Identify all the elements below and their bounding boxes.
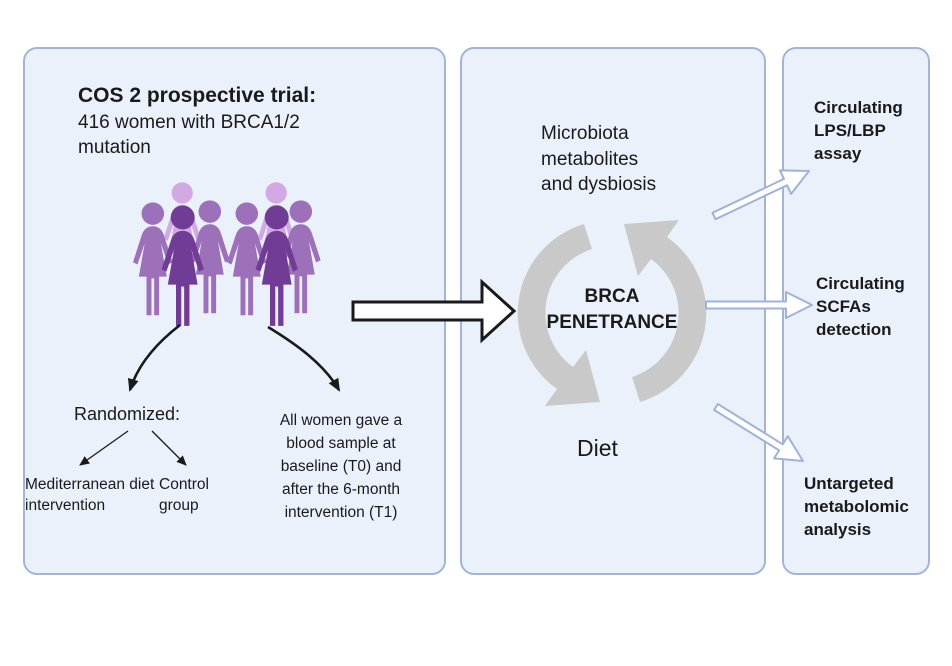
randomized-label: Randomized:	[74, 404, 181, 424]
arm-mediterranean-label: Mediterranean diet intervention	[25, 476, 155, 514]
cycle-arrows-icon	[517, 220, 707, 406]
assay-arrow-lps-icon	[711, 169, 810, 221]
assay-arrow-scfa-icon	[705, 291, 813, 319]
assays-panel	[782, 47, 930, 575]
branch-arrow-randomized-icon	[127, 323, 181, 392]
assay-scfa-label: Circulating SCFAs detection	[816, 274, 905, 339]
trial-subtitle: 416 women with BRCA1/2 mutation	[78, 112, 300, 158]
microbiota-label: Microbiota metabolites and dysbiosis	[541, 123, 657, 195]
blood-sample-note: All women gave a blood sample at baselin…	[279, 412, 403, 521]
brca-penetrance-label: BRCA PENETRANCE	[546, 286, 678, 333]
flow-arrow-icon	[351, 278, 517, 344]
assay-lps-label: Circulating LPS/LBP assay	[814, 98, 903, 163]
diet-label: Diet	[577, 435, 618, 461]
women-group-icon	[133, 182, 321, 326]
branch-arrow-blood-icon	[267, 325, 341, 392]
assay-arrow-metabolomic-icon	[713, 403, 804, 462]
assay-metabolomic-label: Untargeted metabolomic analysis	[804, 474, 909, 539]
arm-control-label: Control group	[159, 476, 209, 514]
arrow-mediterranean-icon	[79, 430, 129, 466]
arrow-control-icon	[151, 430, 187, 466]
trial-title: COS 2 prospective trial:	[78, 84, 317, 107]
